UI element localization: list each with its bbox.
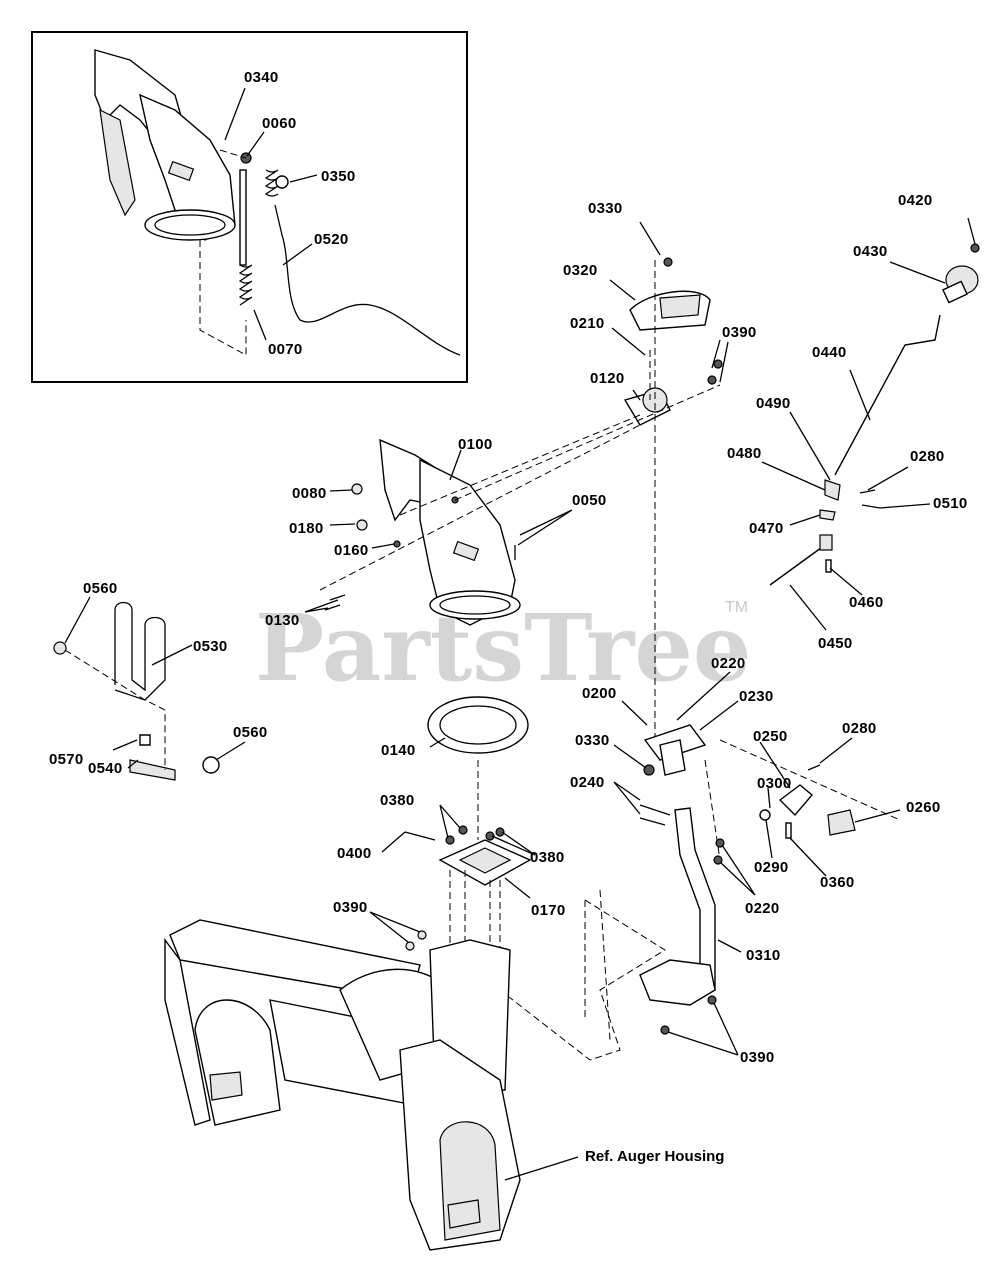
label-0380-a: 0380 bbox=[380, 792, 415, 809]
label-0080: 0080 bbox=[292, 485, 327, 502]
label-0390-bot: 0390 bbox=[740, 1049, 775, 1066]
deflector-cap bbox=[629, 290, 711, 331]
label-0520: 0520 bbox=[314, 231, 349, 248]
label-0330-mid: 0330 bbox=[575, 732, 610, 749]
label-0470: 0470 bbox=[749, 520, 784, 537]
label-0570: 0570 bbox=[49, 751, 84, 768]
label-0380-b: 0380 bbox=[530, 849, 565, 866]
label-0220-top: 0220 bbox=[711, 655, 746, 672]
label-0260: 0260 bbox=[906, 799, 941, 816]
label-0540: 0540 bbox=[88, 760, 123, 777]
label-0460: 0460 bbox=[849, 594, 884, 611]
inset-frame bbox=[31, 31, 468, 383]
label-0390-left: 0390 bbox=[333, 899, 368, 916]
ref-auger-housing-label: Ref. Auger Housing bbox=[585, 1148, 724, 1165]
label-0390-top: 0390 bbox=[722, 324, 757, 341]
label-0200: 0200 bbox=[582, 685, 617, 702]
label-0490: 0490 bbox=[756, 395, 791, 412]
watermark-trademark: TM bbox=[725, 599, 748, 616]
label-0290: 0290 bbox=[754, 859, 789, 876]
label-0480: 0480 bbox=[727, 445, 762, 462]
label-0280-top: 0280 bbox=[910, 448, 945, 465]
label-0170: 0170 bbox=[531, 902, 566, 919]
label-0220-bot: 0220 bbox=[745, 900, 780, 917]
label-0510: 0510 bbox=[933, 495, 968, 512]
label-0160: 0160 bbox=[334, 542, 369, 559]
label-0310: 0310 bbox=[746, 947, 781, 964]
label-0120: 0120 bbox=[590, 370, 625, 387]
auger-housing bbox=[164, 919, 521, 1251]
label-0420: 0420 bbox=[898, 192, 933, 209]
chute-ring bbox=[427, 696, 529, 754]
label-0230: 0230 bbox=[739, 688, 774, 705]
label-0280-mid: 0280 bbox=[842, 720, 877, 737]
label-0400: 0400 bbox=[337, 845, 372, 862]
label-0560-bot: 0560 bbox=[233, 724, 268, 741]
chute-bracket bbox=[623, 387, 671, 426]
label-0180: 0180 bbox=[289, 520, 324, 537]
label-0060: 0060 bbox=[262, 115, 297, 132]
lever-bracket bbox=[499, 807, 725, 1061]
label-0300: 0300 bbox=[757, 775, 792, 792]
label-0050: 0050 bbox=[572, 492, 607, 509]
label-0130: 0130 bbox=[265, 612, 300, 629]
label-0330-top: 0330 bbox=[588, 200, 623, 217]
label-0350: 0350 bbox=[321, 168, 356, 185]
crank-rod bbox=[769, 243, 980, 586]
upper-chute bbox=[379, 438, 521, 626]
label-0560-top: 0560 bbox=[83, 580, 118, 597]
label-0100: 0100 bbox=[458, 436, 493, 453]
label-0440: 0440 bbox=[812, 344, 847, 361]
spring-clip bbox=[53, 601, 220, 781]
label-0240: 0240 bbox=[570, 774, 605, 791]
label-0210: 0210 bbox=[570, 315, 605, 332]
label-0530: 0530 bbox=[193, 638, 228, 655]
inset-rod-spring bbox=[199, 149, 461, 356]
label-0430: 0430 bbox=[853, 243, 888, 260]
label-0340: 0340 bbox=[244, 69, 279, 86]
label-0070: 0070 bbox=[268, 341, 303, 358]
label-0320: 0320 bbox=[563, 262, 598, 279]
swivel-bracket bbox=[639, 724, 901, 861]
label-0450: 0450 bbox=[818, 635, 853, 652]
label-0360: 0360 bbox=[820, 874, 855, 891]
label-0140: 0140 bbox=[381, 742, 416, 759]
label-0250: 0250 bbox=[753, 728, 788, 745]
inset-chute bbox=[94, 49, 236, 241]
